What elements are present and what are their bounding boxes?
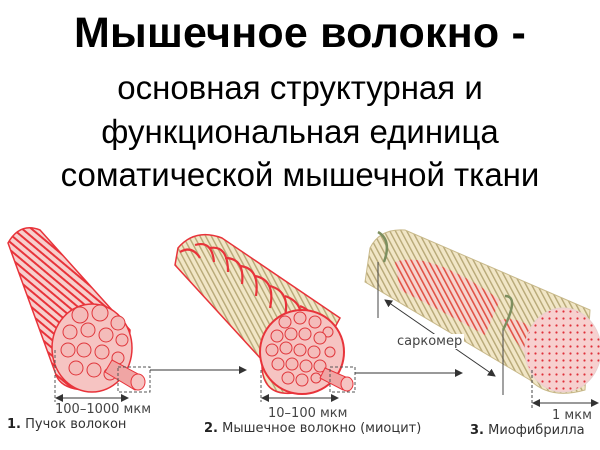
stage-2-measure: 10–100 мкм xyxy=(268,406,348,421)
stage-3-caption: 3. Миофибрилла xyxy=(470,423,585,438)
subtitle-line-2: функциональная единица xyxy=(101,113,499,150)
stage-1-number: 1. xyxy=(7,417,21,432)
stage-2-caption-text: Мышечное волокно (миоцит) xyxy=(222,421,422,436)
stage-3-caption-text: Миофибрилла xyxy=(488,423,585,438)
muscle-fiber-illustration xyxy=(174,233,463,402)
myofibril-illustration xyxy=(364,229,600,408)
stage-2-number: 2. xyxy=(204,421,218,436)
stage-1-measure: 100–1000 мкм xyxy=(55,402,151,417)
stage-1-caption: 1. Пучок волокон xyxy=(7,417,126,432)
subtitle-line-3: соматической мышечной ткани xyxy=(60,156,540,193)
muscle-structure-diagram xyxy=(7,227,600,408)
subtitle-line-1: основная структурная и xyxy=(117,69,483,106)
stage-3-number: 3. xyxy=(470,423,484,438)
fiber-bundle-illustration xyxy=(7,227,247,402)
stage-2-caption: 2. Мышечное волокно (миоцит) xyxy=(204,421,421,436)
stage-3-measure: 1 мкм xyxy=(552,408,592,423)
stage-1-caption-text: Пучок волокон xyxy=(25,417,127,432)
page-title: Мышечное волокно - xyxy=(74,9,526,57)
sarcomere-label: саркомер xyxy=(395,334,465,349)
